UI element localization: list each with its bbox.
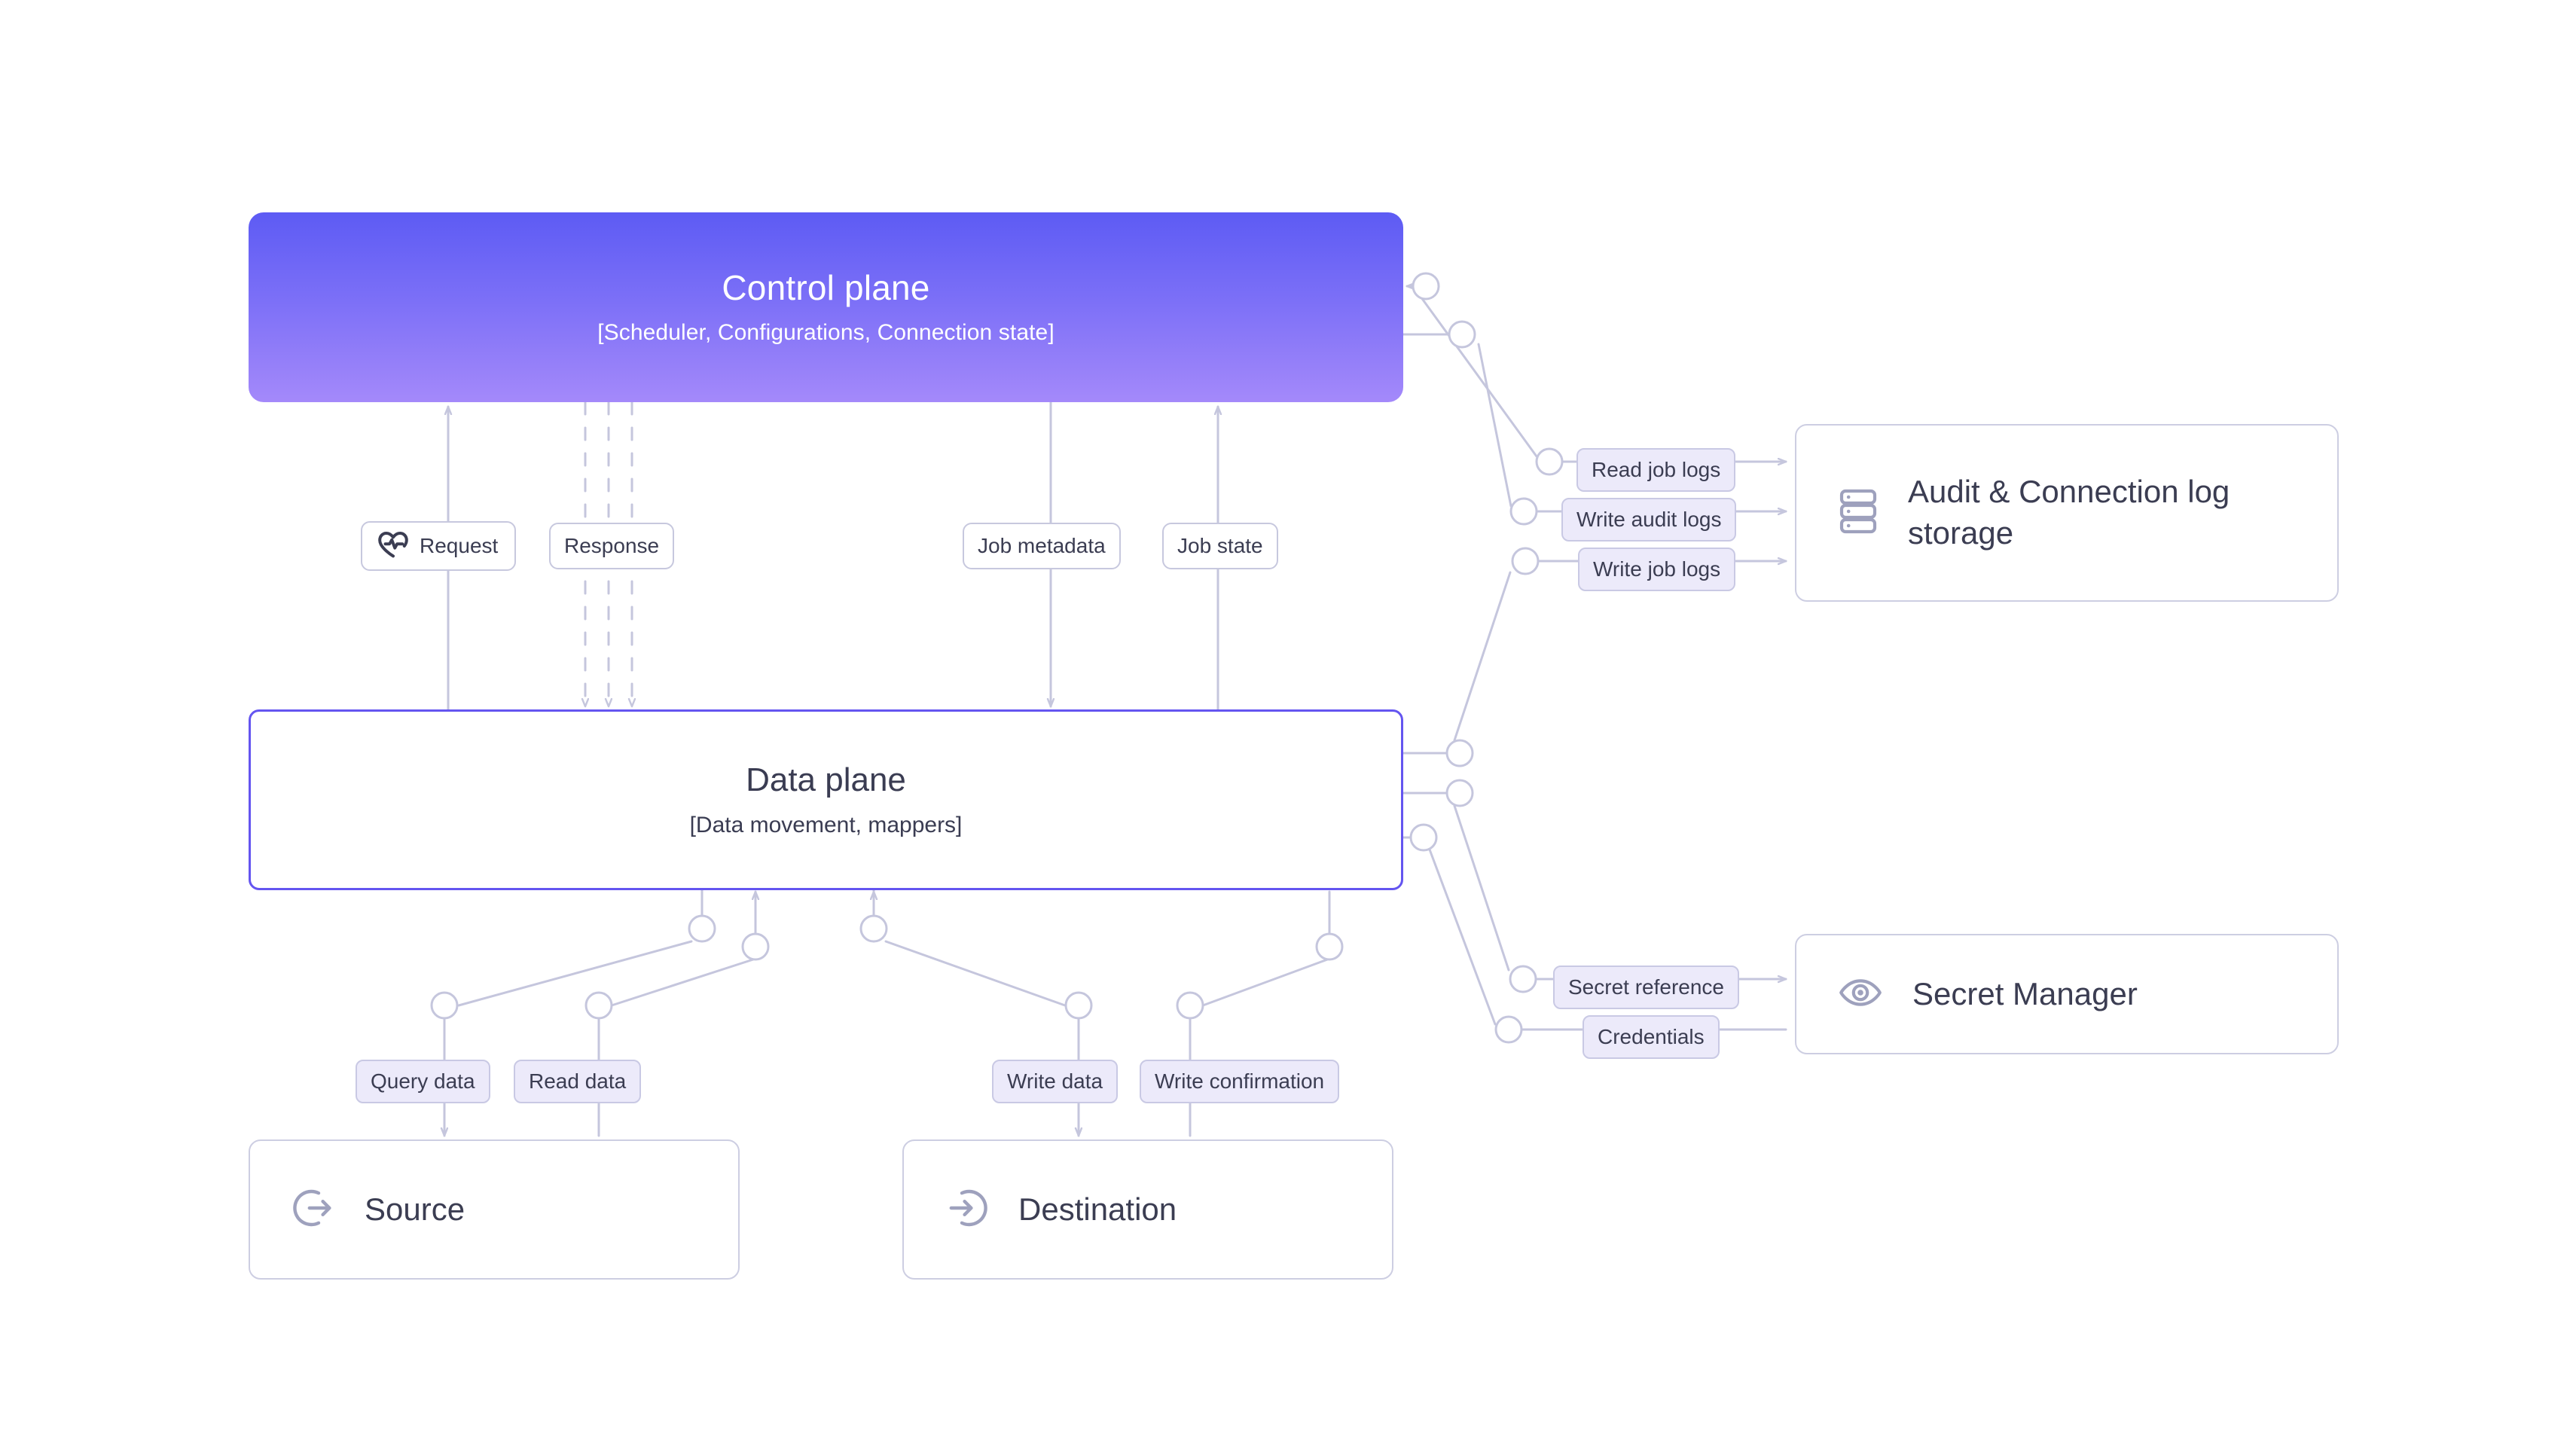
data-plane-title: Data plane — [746, 761, 906, 798]
eye-icon — [1839, 976, 1882, 1013]
destination-node[interactable]: Destination — [902, 1139, 1393, 1280]
edge-label-read-data[interactable]: Read data — [514, 1060, 642, 1103]
edge-label-job-metadata-text: Job metadata — [978, 534, 1106, 557]
audit-storage-label: Audit & Connection log storage — [1908, 474, 2230, 551]
data-plane-subtitle: [Data movement, mappers] — [689, 813, 963, 837]
control-plane-title: Control plane — [722, 267, 930, 307]
connector-dot-read-data-bottom — [584, 991, 613, 1020]
edge-label-job-state-text: Job state — [1177, 534, 1263, 557]
edge-label-credentials-text: Credentials — [1598, 1025, 1705, 1048]
source-label: Source — [365, 1191, 465, 1227]
edge-label-query-data-text: Query data — [371, 1069, 475, 1093]
edge-label-job-state[interactable]: Job state — [1162, 523, 1278, 569]
secret-manager-node[interactable]: Secret Manager — [1795, 934, 2339, 1054]
edge-label-response-text: Response — [564, 534, 660, 557]
connector-dot-credentials — [1494, 1015, 1523, 1044]
connector-dot-query-data-bottom — [430, 991, 459, 1020]
data-plane-node[interactable]: Data plane [Data movement, mappers] — [249, 709, 1403, 890]
log-in-circle-icon — [946, 1187, 988, 1233]
connector-dot-write-confirmation-top — [1315, 932, 1344, 961]
connector-dot-write-data-bottom — [1064, 991, 1093, 1020]
edge-query-data-seg1 — [457, 940, 693, 1007]
connector-dot-write-data-top — [859, 914, 888, 943]
connector-dot-secret-reference-dp — [1445, 779, 1474, 807]
edge-label-request-text: Request — [420, 534, 499, 557]
connector-dot-read-job-logs-cp — [1412, 272, 1440, 300]
control-plane-subtitle: [Scheduler, Configurations, Connection s… — [597, 320, 1055, 346]
edge-read-data-seg1 — [610, 957, 757, 1007]
edge-label-job-metadata[interactable]: Job metadata — [963, 523, 1121, 569]
server-stack-icon — [1839, 488, 1878, 538]
connector-dot-write-audit-logs-cp — [1448, 320, 1476, 349]
log-out-circle-icon — [292, 1187, 334, 1233]
audit-connection-log-storage-node[interactable]: Audit & Connection log storage — [1795, 424, 2339, 602]
destination-label: Destination — [1018, 1191, 1177, 1227]
edge-label-write-confirmation-text: Write confirmation — [1155, 1069, 1325, 1093]
edge-label-secret-reference-text: Secret reference — [1568, 975, 1724, 999]
edge-label-query-data[interactable]: Query data — [356, 1060, 490, 1103]
edge-label-write-audit-logs[interactable]: Write audit logs — [1561, 498, 1737, 541]
edge-secret-reference-seg1 — [1453, 804, 1510, 972]
connector-dot-credentials-dp — [1409, 823, 1438, 852]
connector-dot-write-audit-logs — [1509, 497, 1538, 526]
edge-label-request[interactable]: Request — [361, 521, 517, 571]
edge-write-job-logs-seg1 — [1453, 571, 1512, 742]
edge-label-write-data-text: Write data — [1007, 1069, 1103, 1093]
edge-label-read-data-text: Read data — [529, 1069, 627, 1093]
edge-label-read-job-logs[interactable]: Read job logs — [1576, 448, 1736, 492]
edge-label-write-audit-logs-text: Write audit logs — [1576, 508, 1722, 531]
source-node[interactable]: Source — [249, 1139, 740, 1280]
edge-label-response[interactable]: Response — [549, 523, 675, 569]
control-plane-node[interactable]: Control plane [Scheduler, Configurations… — [249, 212, 1403, 402]
secret-manager-label: Secret Manager — [1912, 975, 2138, 1011]
connector-dot-secret-reference — [1509, 965, 1537, 993]
connector-dot-read-data-top — [741, 932, 770, 961]
edge-write-audit-logs-seg1 — [1477, 343, 1512, 508]
connector-dot-write-confirmation-bottom — [1176, 991, 1204, 1020]
connector-dot-read-job-logs — [1535, 447, 1564, 476]
connector-dot-write-job-logs — [1511, 547, 1540, 575]
edge-read-job-logs-seg1 — [1412, 285, 1538, 458]
edge-label-write-data[interactable]: Write data — [992, 1060, 1119, 1103]
edge-label-write-job-logs[interactable]: Write job logs — [1578, 548, 1736, 591]
edge-write-confirmation-seg1 — [1201, 957, 1331, 1007]
edge-write-data-seg1 — [884, 940, 1067, 1007]
edge-label-write-job-logs-text: Write job logs — [1593, 557, 1721, 581]
edge-label-secret-reference[interactable]: Secret reference — [1553, 966, 1739, 1009]
connector-dot-query-data-top — [688, 914, 716, 943]
connector-dot-write-job-logs-dp — [1445, 739, 1474, 767]
heart-pulse-icon — [377, 530, 409, 563]
edge-label-read-job-logs-text: Read job logs — [1592, 458, 1721, 481]
edge-credentials-seg1 — [1428, 848, 1497, 1026]
edge-label-credentials[interactable]: Credentials — [1583, 1015, 1720, 1059]
edge-label-write-confirmation[interactable]: Write confirmation — [1140, 1060, 1340, 1103]
